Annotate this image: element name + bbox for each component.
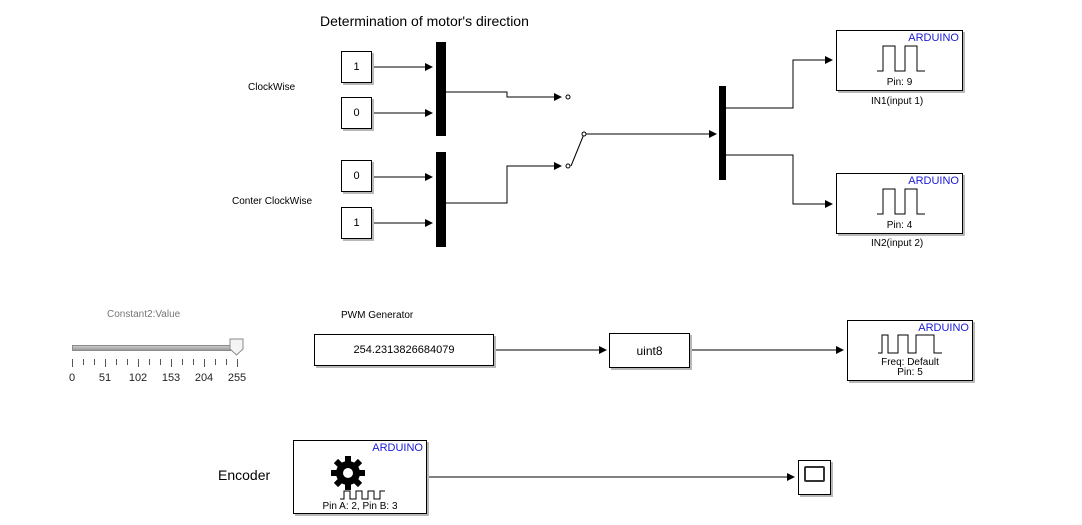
slider-tick-label: 255 [227,372,247,384]
slider-minor-tick [72,359,73,367]
pwm-constant[interactable]: 254.2313826684079 [314,334,494,366]
constant-ccw-bottom[interactable]: 1 [341,207,372,239]
slider-minor-tick [182,359,183,365]
encoder-pins: Pin A: 2, Pin B: 3 [322,501,398,512]
slider-track[interactable] [72,345,238,351]
constant-value: 0 [353,170,360,182]
wire-mux1-switch [446,91,562,101]
encoder-label: Encoder [218,467,271,483]
diagram-title: Determination of motor's direction [320,13,529,29]
scope-screen-icon [804,466,825,482]
pin-label: Pin: 4 [886,220,913,231]
slider-minor-tick [94,359,95,365]
slider-minor-tick [83,359,84,365]
manual-switch-lever [570,133,585,167]
slider-minor-tick [171,359,172,367]
mux-counter-clockwise[interactable] [436,152,446,247]
slider-minor-tick [193,359,194,365]
square-wave-icon [877,188,925,215]
slider-minor-tick [160,359,161,365]
encoder-block[interactable]: ARDUINO Pin A: 2, Pin B: 3 [293,440,427,514]
slider-minor-tick [138,359,139,367]
slider-minor-tick [149,359,150,365]
pwm-constant-value: 254.2313826684079 [353,344,455,356]
arduino-brand: ARDUINO [908,175,959,187]
wire-demux-in2 [726,154,833,208]
pwm-output[interactable]: ARDUINO Freq: Default Pin: 5 [847,320,973,381]
slider-minor-tick [204,359,205,367]
digital-output-in1[interactable]: ARDUINO Pin: 9 [836,30,963,91]
switch-pivot [581,131,587,137]
slider-tick-label: 204 [194,372,214,384]
square-wave-icon [877,45,925,72]
data-type-conversion[interactable]: uint8 [609,333,690,368]
slider-tick-label: 102 [128,372,148,384]
pin-label: Pin: 9 [886,77,913,88]
scope-block[interactable] [798,460,831,495]
mux-clockwise[interactable] [436,42,446,136]
arduino-brand: ARDUINO [918,322,969,334]
in1-label: IN1(input 1) [871,96,924,107]
encoder-gear-icon [331,456,385,500]
wire-demux-in1 [726,56,833,109]
in2-label: IN2(input 2) [871,238,924,249]
constant-value: 1 [353,217,360,229]
clockwise-label: ClockWise [248,82,296,93]
constant-value: 0 [353,107,360,119]
counter-clockwise-label: Conter ClockWise [232,196,313,207]
slider-tick-label: 0 [68,372,76,384]
slider-label: Constant2:Value [107,309,181,320]
pwm-generator-label: PWM Generator [341,310,414,321]
pwm-pin: Pin: 5 [897,367,923,378]
slider-tick-label: 153 [161,372,181,384]
demux[interactable] [719,86,726,180]
arduino-brand: ARDUINO [908,32,959,44]
conversion-type: uint8 [636,343,663,358]
constant-ccw-top[interactable]: 0 [341,160,372,192]
pwm-wave-icon [878,334,942,354]
arduino-brand: ARDUINO [372,442,423,454]
constant-cw-top[interactable]: 1 [341,51,372,83]
slider-minor-tick [226,359,227,365]
pwm-frequency: Freq: Default [881,357,939,368]
slider-minor-tick [105,359,106,367]
digital-output-in2[interactable]: ARDUINO Pin: 4 [836,173,963,234]
slider-minor-tick [116,359,117,365]
slider-minor-tick [237,359,238,367]
slider-minor-tick [127,359,128,365]
switch-contact-top [565,94,571,100]
constant-cw-bottom[interactable]: 0 [341,97,372,129]
switch-contact-bottom [565,163,571,169]
slider-tick-label: 51 [98,372,112,384]
constant-value: 1 [353,61,360,73]
wire-mux2-switch [446,162,562,204]
slider-thumb[interactable] [229,338,245,356]
slider-minor-tick [215,359,216,365]
